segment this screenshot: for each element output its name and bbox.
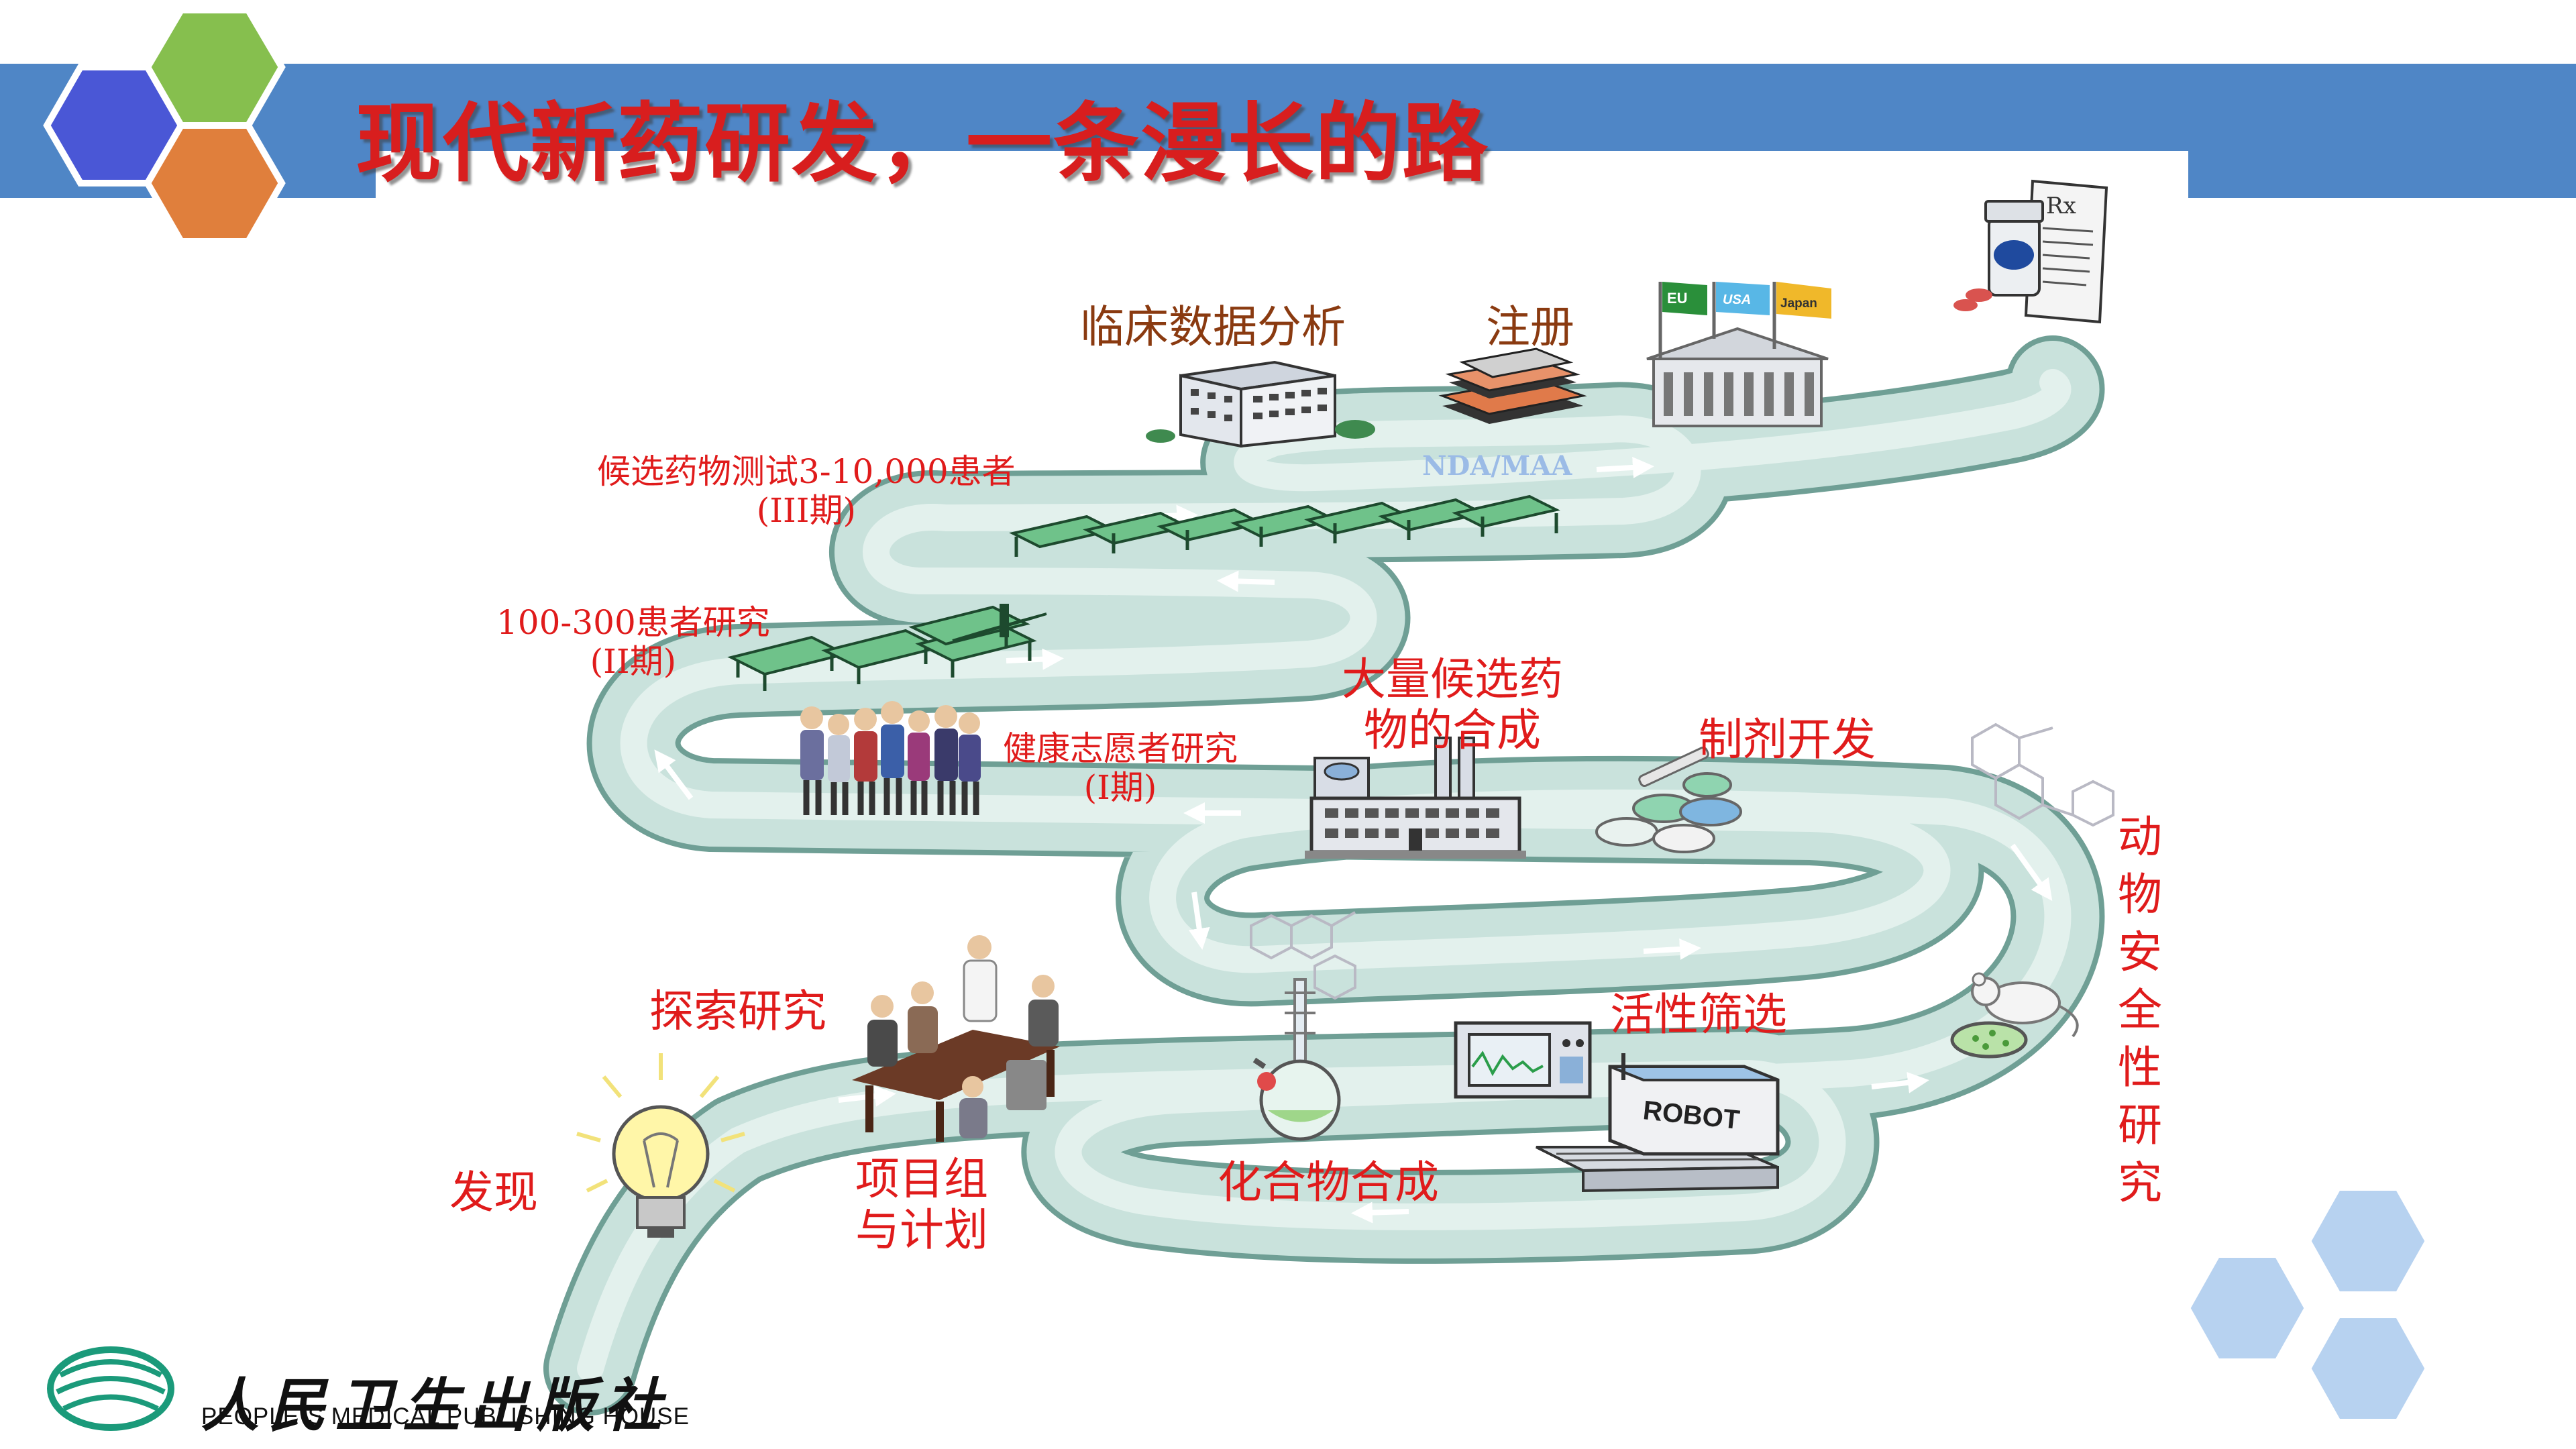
factory-icon (1305, 737, 1526, 859)
label-discovery: 发现 (449, 1167, 538, 1218)
label-phase1: 健康志愿者研究 (I期) (1003, 729, 1238, 807)
label-phase3: 候选药物测试3-10,000患者 (III期) (597, 452, 1016, 530)
label-animal-safety-char: 究 (2118, 1157, 2162, 1209)
light-bulb-icon (576, 1053, 745, 1238)
label-project-team-line2: 与计划 (855, 1203, 988, 1256)
label-clinical-analysis: 临床数据分析 (1080, 301, 1346, 353)
header-banner (0, 64, 2576, 198)
label-bulk-synthesis: 大量候选药 物的合成 (1342, 654, 1563, 756)
nda-maa-label: NDA/MAA (1422, 450, 1572, 482)
label-phase3-line2: (III期) (756, 490, 856, 530)
label-animal-safety-char: 动 (2118, 811, 2162, 863)
label-animal-safety-char: 物 (2118, 869, 2162, 920)
label-exploratory-research: 探索研究 (649, 985, 826, 1037)
hospital-beds-icon (1009, 494, 1560, 557)
rx-label: Rx (2046, 193, 2076, 219)
publisher-name-en: PEOPLE´S MEDICAL PUBLISHING HOUSE (201, 1403, 690, 1430)
label-animal-safety-char: 研 (2118, 1099, 2162, 1151)
flask-icon (1250, 911, 1356, 1141)
label-formulation: 制剂开发 (1699, 714, 1876, 765)
government-building-icon: EU USA Japan (1646, 282, 1831, 427)
meeting-table-icon (852, 935, 1060, 1142)
label-phase1-line2: (I期) (1083, 767, 1157, 807)
publisher-name-cn: 人民卫生出版社 (201, 1372, 671, 1440)
publisher-logo-icon (47, 1346, 174, 1431)
label-registration: 注册 (1486, 301, 1574, 353)
label-project-team: 项目组 与计划 (855, 1154, 988, 1256)
label-animal-safety-char: 全 (2118, 984, 2162, 1036)
label-animal-safety: 动 物 安 全 性 研 究 (2113, 808, 2167, 1212)
label-phase2: 100-300患者研究 (II期) (496, 603, 770, 681)
label-bulk-synthesis-line1: 大量候选药 (1342, 653, 1563, 705)
label-animal-safety-char: 安 (2118, 926, 2162, 978)
flag-japan-label: Japan (1780, 297, 1817, 311)
label-phase3-line1: 候选药物测试3-10,000患者 (597, 452, 1016, 491)
label-bulk-synthesis-line2: 物的合成 (1364, 704, 1541, 756)
pills-icon (1595, 746, 1742, 853)
label-compound-synthesis: 化合物合成 (1218, 1157, 1439, 1208)
molecule-decoration (1971, 722, 2114, 827)
hexagon-decoration (2183, 1184, 2432, 1426)
documents-icon (1438, 347, 1587, 424)
office-building-icon (1146, 360, 1375, 448)
label-phase1-line1: 健康志愿者研究 (1003, 729, 1238, 768)
label-activity-screening: 活性筛选 (1610, 989, 1787, 1040)
flag-usa-label: USA (1723, 292, 1751, 307)
mouse-icon (1950, 972, 2079, 1059)
hospital-beds-icon (727, 604, 1047, 691)
computer-icon (1454, 1021, 1592, 1099)
medicine-bottle-icon: Rx (1953, 179, 2108, 324)
people-icon (800, 701, 981, 815)
label-phase2-line2: (II期) (590, 641, 677, 681)
robot-icon: ROBOT (1536, 1053, 1780, 1193)
label-phase2-line1: 100-300患者研究 (496, 603, 770, 642)
page-title: 现代新药研发，一条漫长的路 (356, 93, 1490, 194)
flag-eu-label: EU (1667, 290, 1688, 307)
hexagon-logo (43, 7, 286, 245)
label-project-team-line1: 项目组 (855, 1153, 988, 1205)
label-animal-safety-char: 性 (2118, 1042, 2162, 1093)
